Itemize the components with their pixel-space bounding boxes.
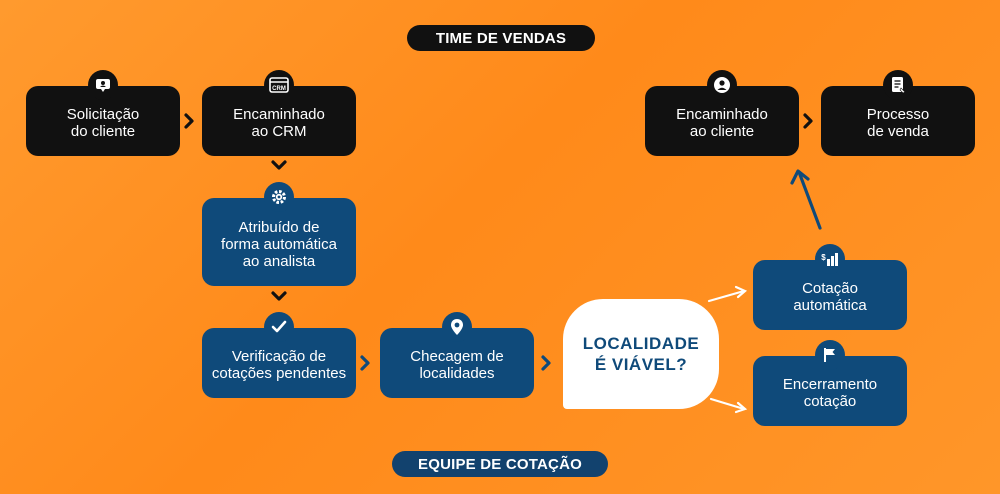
forwarded-client-box: Encaminhado ao cliente [645,86,799,156]
bar-chart-icon: $ [815,244,845,274]
location-pin-icon [442,312,472,342]
sales-team-header: TIME DE VENDAS [407,25,595,51]
client-request-box: Solicitação do cliente [26,86,180,156]
auto-assigned-box: Atribuído de forma automática ao analist… [202,198,356,286]
gear-icon [264,182,294,212]
chevron-down-icon [271,291,287,301]
contact-card-icon [88,70,118,100]
arrow-to-close-quote [709,397,748,414]
arrow-to-auto-quote [707,285,748,303]
chevron-right-icon [803,113,813,129]
svg-text:$: $ [821,253,826,262]
crm-browser-icon: CRM [264,70,294,100]
chevron-right-icon [360,355,370,371]
location-viable-decision: LOCALIDADE É VIÁVEL? [563,299,719,409]
flag-icon [815,340,845,370]
user-icon [707,70,737,100]
chevron-right-icon [541,355,551,371]
document-icon [883,70,913,100]
arrow-to-forwarded-client [790,169,822,230]
chevron-down-icon [271,160,287,170]
chevron-right-icon [184,113,194,129]
svg-text:CRM: CRM [272,86,286,92]
quote-team-header: EQUIPE DE COTAÇÃO [392,451,608,477]
checkmark-icon [264,312,294,342]
